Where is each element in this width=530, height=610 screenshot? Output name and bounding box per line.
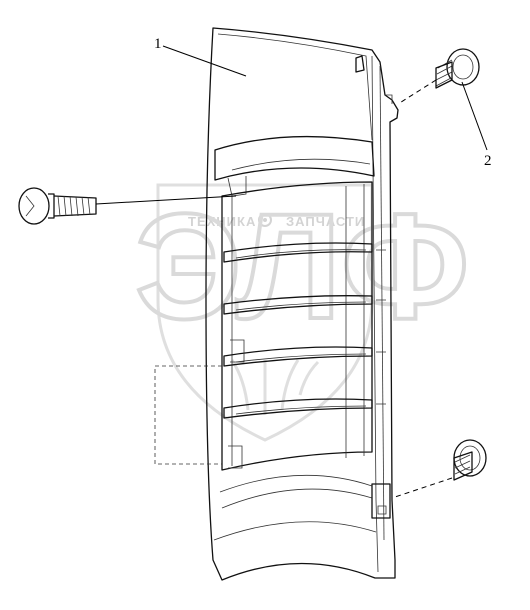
leader-bolt-top xyxy=(397,79,437,105)
callout-2: 2 xyxy=(484,153,492,169)
bolt-bottom-right xyxy=(453,439,487,481)
watermark-logo: ЭЛФ xyxy=(135,182,469,350)
leader-bolt-left xyxy=(95,195,237,205)
cover-panel xyxy=(205,27,399,581)
leader-2 xyxy=(461,81,488,151)
leader-1 xyxy=(162,45,247,77)
bolt-top-right xyxy=(435,48,480,89)
gear-icon xyxy=(258,213,272,227)
callout-1: 1 xyxy=(154,36,162,52)
leader-bolt-bottom xyxy=(391,477,453,499)
watermark-shield xyxy=(156,183,374,442)
wheat-icon xyxy=(230,359,320,415)
watermark-brand-right: ЗАПЧАСТИ xyxy=(286,214,365,229)
reference-bracket xyxy=(154,365,222,465)
watermark: ТЕХНИКА ЗАПЧАСТИ ЭЛФ xyxy=(133,180,471,442)
bolt-left xyxy=(18,187,97,225)
